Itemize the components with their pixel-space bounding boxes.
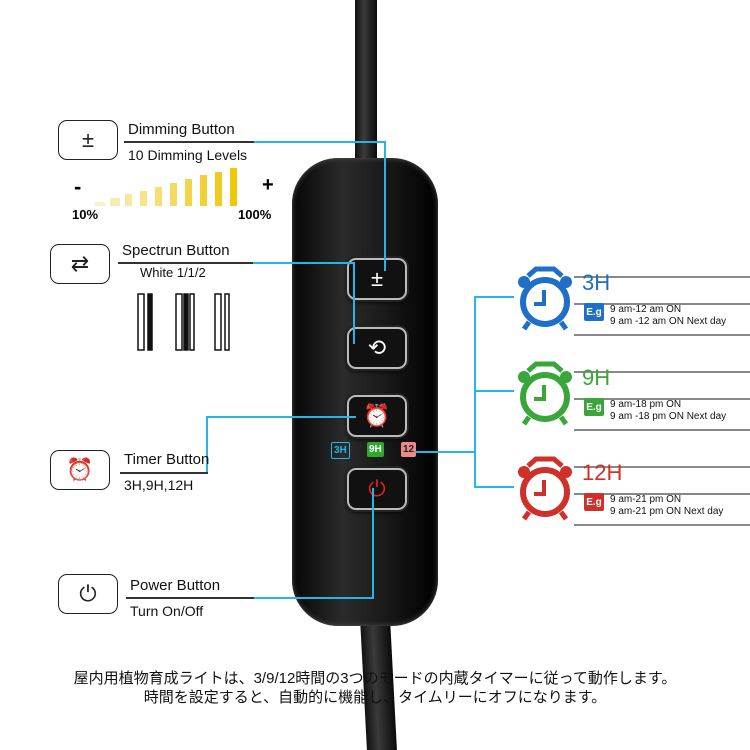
mode-line-1: 9 am-18 pm ON (610, 399, 682, 410)
divider (574, 493, 750, 495)
power-icon-box: ⏻ (58, 574, 118, 614)
spectrum-subtitle: White 1/1/2 (140, 265, 206, 280)
mode-line-2: 9 am -18 pm ON Next day (610, 411, 727, 422)
dimming-level-bar (155, 186, 162, 206)
timer-subtitle: 3H,9H,12H (124, 477, 194, 493)
connector-spectrum-v (353, 262, 355, 344)
mode-label: 9H (582, 365, 611, 390)
mode-line-2: 9 am-21 pm ON Next day (610, 506, 724, 517)
connector-modes-v (474, 296, 476, 488)
dimming-level-bar (230, 167, 237, 206)
cycle-icon: ⇄ (70, 251, 90, 276)
min-label: 10% (72, 207, 99, 222)
mode-line-2: 9 am -12 am ON Next day (610, 316, 727, 327)
dimming-level-bar (215, 171, 222, 206)
alarm-clock-icon: ⏰ (363, 403, 391, 428)
connector-modes-h (415, 451, 475, 453)
indicator-3h: 3H (331, 442, 350, 459)
dimming-subtitle: 10 Dimming Levels (128, 147, 248, 163)
alarm-clock-icon (518, 361, 572, 426)
eg-badge: E.g (584, 398, 604, 416)
mode-label: 3H (582, 270, 611, 295)
footer-line-2: 時間を設定すると、自動的に機能し、タイムリーにオフになります。 (143, 689, 607, 706)
alarm-clock-icon (518, 456, 572, 521)
alarm-clock-icon (518, 266, 572, 331)
divider (574, 466, 750, 468)
max-label: 100% (238, 207, 272, 222)
led-strips-graphic (137, 293, 230, 351)
divider (124, 141, 254, 143)
dimming-level-bar (140, 190, 147, 206)
indicator-12h: 12 (401, 442, 417, 457)
divider (120, 472, 208, 474)
connector-12h (474, 486, 514, 488)
plus-minus-icon: ± (81, 127, 95, 152)
mode-line-1: 9 am-12 am ON (610, 304, 682, 315)
connector-timer-v (206, 416, 208, 472)
mode-label: 12H (582, 460, 623, 485)
connector-9h (474, 390, 514, 392)
divider (574, 429, 750, 431)
power-subtitle: Turn On/Off (130, 603, 204, 619)
cycle-icon: ⟲ (367, 335, 387, 360)
power-icon: ⏻ (368, 476, 386, 501)
mode-12h: 12H E.g 9 am-21 pm ON 9 am-21 pm ON Next… (514, 450, 750, 526)
plus-sign: + (262, 174, 274, 196)
dimming-level-bars (95, 167, 255, 206)
connector-3h (474, 296, 514, 298)
divider (574, 303, 750, 305)
timer-title: Timer Button (124, 451, 210, 468)
power-button[interactable]: ⏻ (347, 468, 407, 510)
dimming-button[interactable]: ± (347, 258, 407, 300)
plus-minus-icon: ± (370, 266, 384, 291)
dimming-level-bar (200, 175, 207, 206)
footer-line-1: 屋内用植物育成ライトは、3/9/12時間の3つのモードの内蔵タイマーに従って動作… (73, 670, 677, 687)
dimming-level-bar (125, 194, 132, 206)
spectrum-icon-box: ⇄ (50, 244, 110, 284)
spectrum-button[interactable]: ⟲ (347, 327, 407, 369)
divider (118, 262, 253, 264)
mode-3h: 3H E.g 9 am-12 am ON 9 am -12 am ON Next… (514, 260, 750, 336)
divider (574, 334, 750, 336)
connector-power-h (253, 597, 374, 599)
power-icon: ⏻ (79, 581, 97, 606)
timer-button[interactable]: ⏰ (347, 395, 407, 437)
minus-sign: - (74, 174, 82, 199)
connector-dimming-h (253, 141, 385, 143)
mode-line-1: 9 am-21 pm ON (610, 494, 682, 505)
timer-icon-box: ⏰ (50, 450, 110, 490)
divider (574, 371, 750, 373)
connector-timer-h (206, 416, 356, 418)
divider (574, 524, 750, 526)
divider (574, 276, 750, 278)
spectrum-title: Spectrun Button (122, 242, 230, 259)
eg-badge: E.g (584, 303, 604, 321)
connector-dimming-v (384, 141, 386, 271)
connector-spectrum-h (253, 262, 355, 264)
dimming-level-bar (110, 198, 120, 206)
divider (574, 398, 750, 400)
dimming-level-bar (185, 179, 192, 206)
power-title: Power Button (130, 577, 221, 594)
divider (126, 597, 254, 599)
dimming-level-bar (170, 183, 177, 206)
connector-power-v (372, 488, 374, 599)
remote-controller (292, 158, 438, 626)
cable-top (355, 0, 377, 170)
dimming-icon-box: ± (58, 120, 118, 160)
indicator-9h: 9H (367, 442, 384, 457)
alarm-clock-icon: ⏰ (66, 457, 94, 482)
mode-9h: 9H E.g 9 am-18 pm ON 9 am -18 pm ON Next… (514, 355, 750, 431)
dimming-title: Dimming Button (128, 121, 235, 138)
eg-badge: E.g (584, 493, 604, 511)
dimming-level-bar (95, 202, 105, 206)
spectrum-led-bars (135, 293, 235, 351)
